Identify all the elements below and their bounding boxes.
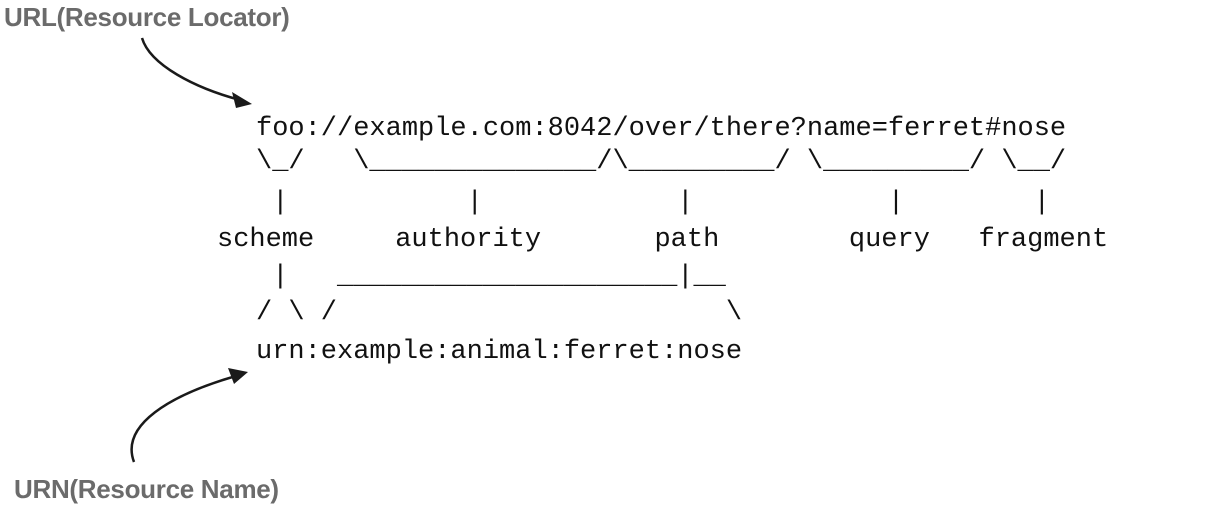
url-component-pointers: | | | | | xyxy=(256,188,1050,218)
url-caption: URL(Resource Locator) xyxy=(4,2,290,32)
component-labels: scheme authority path query fragment xyxy=(217,225,1109,255)
urn-caption: URN(Resource Name) xyxy=(14,474,279,504)
url-component-brackets: \_/ \______________/\_________/ \_______… xyxy=(256,147,1067,177)
urn-component-brackets: / \ / \ xyxy=(256,298,743,328)
urn-connector-line: | _____________________|__ xyxy=(256,262,726,292)
urn-example-line: urn:example:animal:ferret:nose xyxy=(256,337,743,367)
url-example-line: foo://example.com:8042/over/there?name=f… xyxy=(256,114,1067,144)
